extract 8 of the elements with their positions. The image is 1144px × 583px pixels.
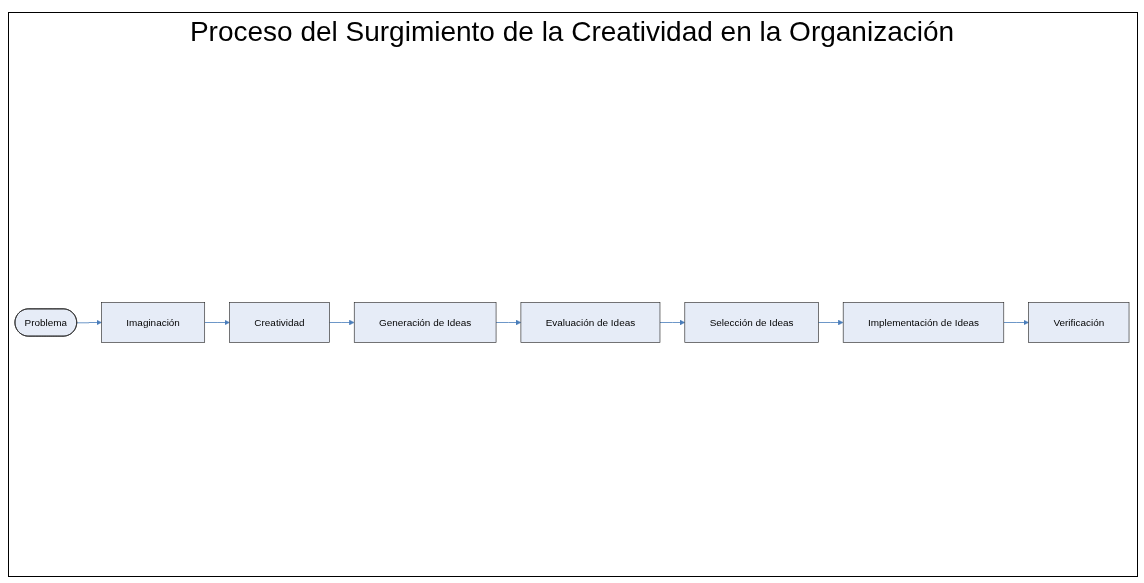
node-box: Creatividad bbox=[229, 302, 330, 343]
node-box: Selección de Ideas bbox=[684, 302, 819, 343]
diagram-title: Proceso del Surgimiento de la Creatividad en la Organización bbox=[188, 16, 956, 48]
node-box: Verificación bbox=[1028, 302, 1130, 343]
node-box: Evaluación de Ideas bbox=[520, 302, 661, 343]
node-box: Generación de Ideas bbox=[353, 302, 497, 343]
node-box: Imaginación bbox=[101, 302, 205, 343]
node-box: Implementación de Ideas bbox=[842, 302, 1005, 343]
